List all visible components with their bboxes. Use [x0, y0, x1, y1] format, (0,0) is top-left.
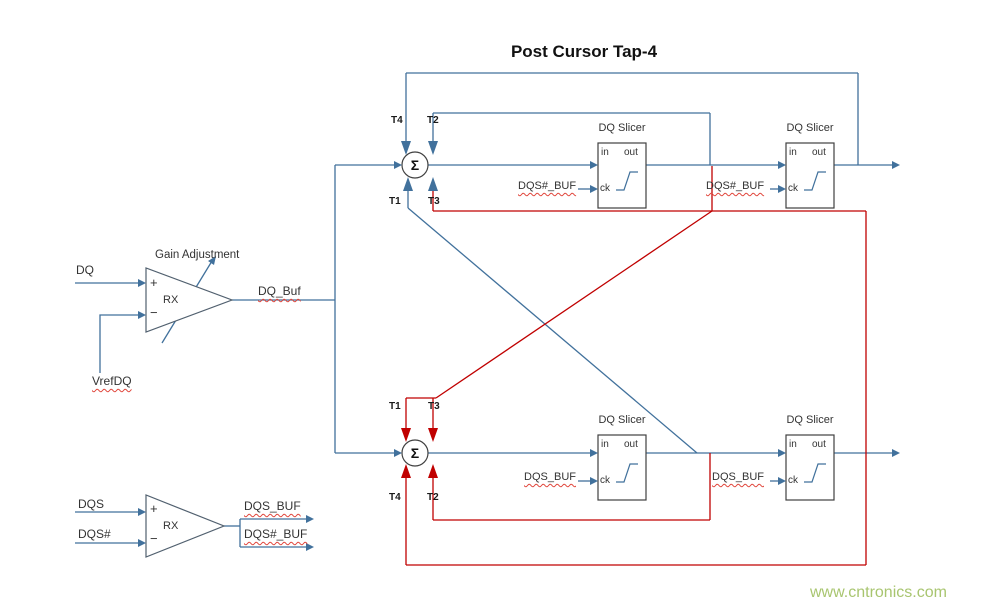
clock-label-bottom-1: DQS_BUF	[524, 471, 576, 483]
red-wires	[405, 166, 867, 566]
slicer-limiter-icon	[804, 171, 826, 191]
top-summer-symbol: Σ	[410, 157, 420, 173]
port-out: out	[812, 439, 826, 450]
port-out: out	[624, 147, 638, 158]
dqs-sharp-input-label: DQS#	[78, 527, 111, 541]
slicer-limiter-icon	[804, 463, 826, 483]
dqs-buf-output-label: DQS_BUF	[244, 499, 301, 513]
clock-label-top-1: DQS#_BUF	[518, 180, 577, 192]
port-in: in	[789, 147, 797, 158]
tap-arrow-t4-top	[401, 141, 411, 155]
rx-amp-top-triangle	[145, 267, 234, 333]
port-in: in	[601, 147, 609, 158]
tap-arrow-t3-top	[428, 177, 438, 191]
tap-arrow-t2-top	[428, 141, 438, 155]
port-ck: ck	[788, 475, 798, 486]
port-ck: ck	[600, 475, 610, 486]
tap-arrow-t1-bottom	[401, 428, 411, 442]
dq-buf-label: DQ_Buf	[258, 284, 301, 298]
rx-bottom-minus: −	[150, 531, 158, 546]
tap-label-t2-bottom: T2	[427, 492, 439, 503]
clock-label-bottom-2: DQS_BUF	[712, 471, 764, 483]
port-ck: ck	[600, 183, 610, 194]
rx-bottom-plus: +	[150, 501, 158, 516]
rx-top-minus: −	[150, 305, 158, 320]
bottom-summer-symbol: Σ	[410, 445, 420, 461]
tap-arrow-t4-bottom	[401, 464, 411, 478]
clock-label-top-2: DQS#_BUF	[706, 180, 765, 192]
slicer-title-bottom-1: DQ Slicer	[598, 414, 646, 426]
port-out: out	[812, 147, 826, 158]
rx-top-label: RX	[163, 294, 179, 306]
rx-amp-bottom-triangle	[145, 494, 226, 558]
slicer-limiter-icon	[616, 171, 638, 191]
dqs-sharp-buf-output-label: DQS#_BUF	[244, 527, 308, 541]
port-out: out	[624, 439, 638, 450]
tap-label-t4-bottom: T4	[389, 492, 401, 503]
gain-adjustment-label: Gain Adjustment	[155, 249, 240, 261]
port-in: in	[789, 439, 797, 450]
dq-slicer-box-top-1	[597, 142, 647, 209]
vrefdq-input-label: VrefDQ	[92, 374, 132, 388]
slicer-title-top-1: DQ Slicer	[598, 122, 646, 134]
arrowheads	[138, 141, 900, 551]
port-in: in	[601, 439, 609, 450]
dq-input-label: DQ	[76, 263, 94, 277]
rx-top-plus: +	[150, 275, 158, 290]
dq-slicer-box-top-2	[785, 142, 835, 209]
tap-label-t4-top: T4	[391, 115, 403, 126]
watermark: www.cntronics.com	[810, 584, 947, 601]
diagram-title: Post Cursor Tap-4	[510, 42, 658, 61]
tap-arrow-t2-bottom	[428, 464, 438, 478]
tap-arrow-t3-bottom	[428, 428, 438, 442]
tap-label-t1-top: T1	[389, 196, 401, 207]
slicer-limiter-icon	[616, 463, 638, 483]
dqs-input-label: DQS	[78, 497, 105, 511]
gain-arrow-head	[208, 256, 216, 265]
slicer-title-bottom-2: DQ Slicer	[786, 414, 834, 426]
tap-arrow-t1-top	[403, 177, 413, 191]
tap-label-t1-bottom: T1	[389, 401, 401, 412]
tap-label-t3-bottom: T3	[428, 401, 440, 412]
tap-label-t3-top: T3	[428, 196, 440, 207]
shapes	[145, 142, 835, 558]
port-ck: ck	[788, 183, 798, 194]
rx-bottom-label: RX	[163, 520, 179, 532]
dq-slicer-box-bottom-2	[785, 434, 835, 501]
dq-slicer-box-bottom-1	[597, 434, 647, 501]
slicer-title-top-2: DQ Slicer	[786, 122, 834, 134]
blue-wires	[75, 72, 892, 548]
tap-label-t2-top: T2	[427, 115, 439, 126]
